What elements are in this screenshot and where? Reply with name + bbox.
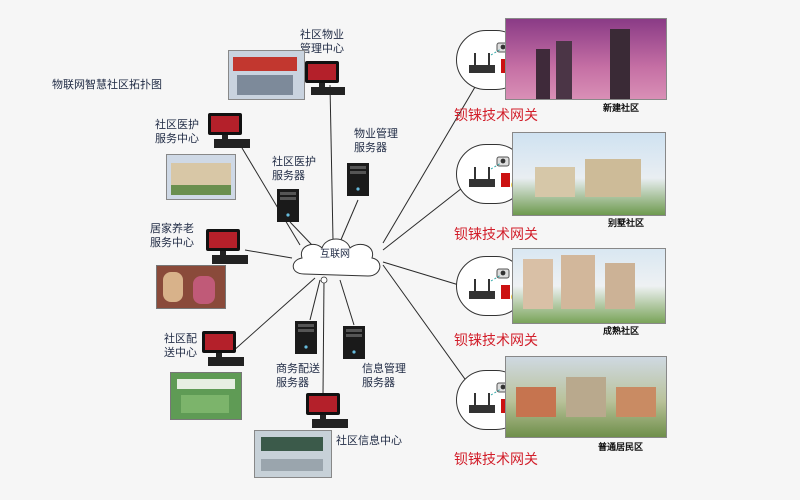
monitor-icon — [304, 392, 350, 436]
community-name: 成熟社区 — [603, 327, 640, 337]
medical-server-label: 社区医护 服务器 — [272, 155, 316, 182]
gateway-title: 钡铼技术网关 — [454, 452, 538, 468]
medical-center-label: 社区医护 服务中心 — [155, 118, 199, 145]
router-icon — [469, 167, 495, 187]
delivery-center-photo — [170, 372, 242, 420]
community-photo-villa — [512, 132, 666, 216]
community-photo-residential — [505, 356, 667, 438]
property-server-label: 物业管理 服务器 — [354, 127, 398, 154]
server-tower-icon — [342, 325, 368, 365]
info-server-label: 信息管理 服务器 — [362, 362, 406, 389]
monitor-icon — [303, 60, 347, 102]
cloud-label: 互联网 — [320, 249, 350, 260]
commerce-server-label: 商务配送 服务器 — [276, 362, 320, 389]
server-tower-icon — [346, 162, 372, 202]
elderly-center-photo — [156, 265, 226, 309]
server-tower-icon — [294, 320, 320, 360]
property-center-label: 社区物业 管理中心 — [300, 28, 344, 55]
router-icon — [469, 279, 495, 299]
info-center-photo — [254, 430, 332, 478]
gateway-title: 钡铼技术网关 — [454, 108, 538, 124]
cloud-icon — [286, 230, 386, 286]
monitor-icon — [204, 228, 250, 272]
info-center-label: 社区信息中心 — [336, 434, 402, 447]
camera-icon — [496, 268, 510, 279]
property-center-photo — [228, 50, 305, 100]
community-photo-mature — [512, 248, 666, 324]
monitor-icon — [206, 112, 252, 156]
community-name: 新建社区 — [603, 104, 640, 114]
elderly-center-label: 居家养老 服务中心 — [150, 222, 194, 249]
gateway-title: 钡铼技术网关 — [454, 227, 538, 243]
community-name: 别墅社区 — [608, 219, 645, 229]
diagram-title: 物联网智慧社区拓扑图 — [52, 78, 162, 91]
delivery-center-label: 社区配 送中心 — [164, 332, 197, 359]
gateway-title: 钡铼技术网关 — [454, 333, 538, 349]
community-name: 普通居民区 — [598, 443, 644, 453]
monitor-icon — [200, 330, 246, 374]
medical-center-photo — [166, 154, 236, 200]
server-tower-icon — [276, 188, 302, 228]
community-photo-new — [505, 18, 667, 100]
router-icon — [469, 53, 495, 73]
camera-icon — [496, 156, 510, 167]
router-icon — [469, 393, 495, 413]
